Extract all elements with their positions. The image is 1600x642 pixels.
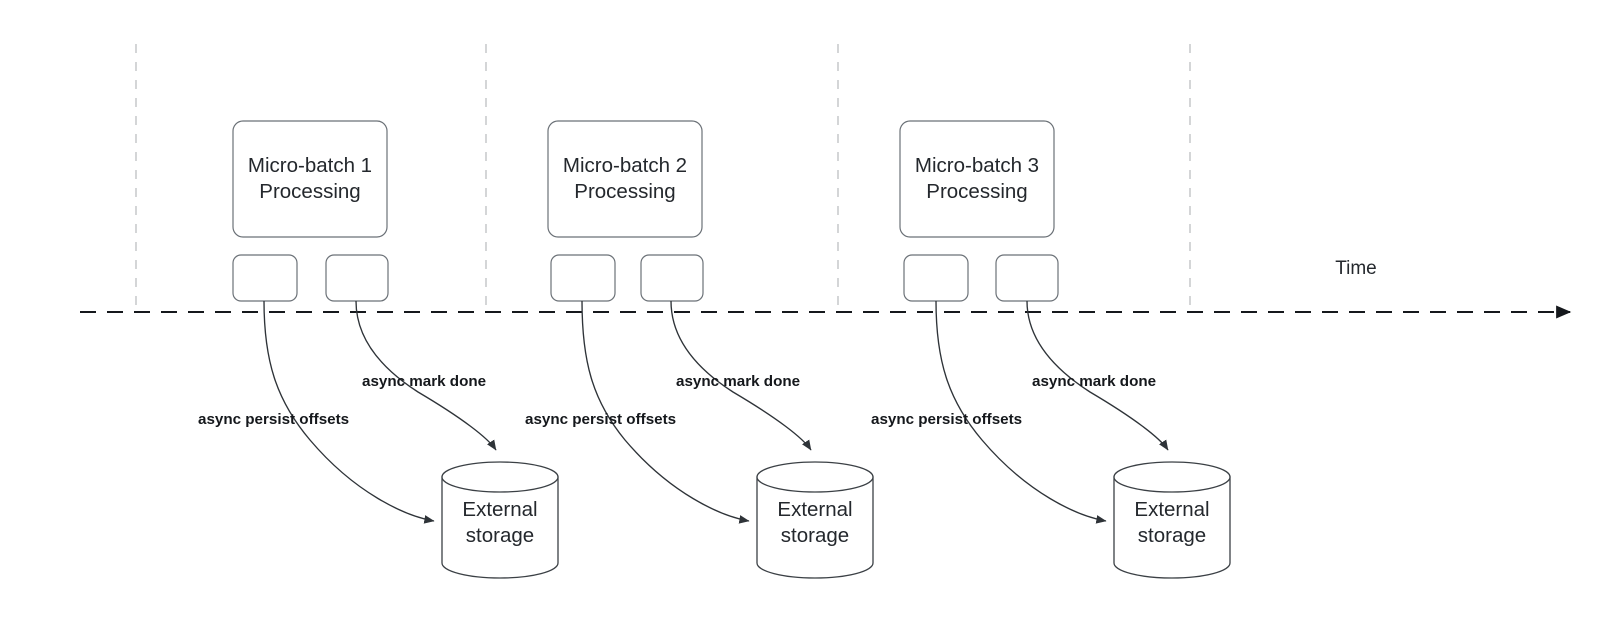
micro-batch-label-line1: Micro-batch 3 [915,154,1039,177]
commit-marker-box[interactable] [325,254,389,302]
storage-label-line1: External [777,498,852,521]
async-persist-offsets-edge [581,300,750,524]
edge-labels: async persist offsets async mark done asyn… [198,373,1156,428]
time-axis-label: Time [1335,258,1377,279]
offset-marker-box[interactable] [550,254,616,302]
micro-batch-label-line2: Processing [926,180,1027,203]
micro-batch-groups: Micro-batch 1ProcessingExternalstorageMi… [232,120,1231,579]
offset-marker-box[interactable] [232,254,298,302]
micro-batch-label-line1: Micro-batch 2 [563,154,687,177]
commit-marker-box[interactable] [995,254,1059,302]
storage-label-line1: External [462,498,537,521]
async-persist-offsets-edge-label: async persist offsets [871,411,1022,428]
offset-marker-box[interactable] [903,254,969,302]
async-persist-offsets-edge [263,300,435,524]
async-persist-offsets-edge-label: async persist offsets [198,411,349,428]
async-mark-done-edge [355,300,497,451]
micro-batch-box[interactable] [232,120,388,238]
async-mark-done-edge-label: async mark done [1032,373,1156,390]
commit-marker-box[interactable] [640,254,704,302]
async-mark-done-edge-label: async mark done [362,373,486,390]
storage-cylinder-top [1113,461,1231,493]
async-mark-done-edge-label: async mark done [676,373,800,390]
phase-dividers [135,44,1191,312]
micro-batch-box[interactable] [899,120,1055,238]
async-persist-offsets-edge-label: async persist offsets [525,411,676,428]
async-mark-done-edge [1026,300,1169,451]
storage-cylinder-body[interactable] [441,476,559,579]
storage-label-line1: External [1134,498,1209,521]
storage-cylinder-body[interactable] [1113,476,1231,579]
storage-label-line2: storage [781,524,849,547]
storage-cylinder-top [756,461,874,493]
async-mark-done-edge [670,300,812,451]
micro-batch-label-line2: Processing [574,180,675,203]
storage-label-line2: storage [1138,524,1206,547]
storage-cylinder-top [441,461,559,493]
micro-batch-box[interactable] [547,120,703,238]
async-persist-offsets-edge [935,300,1107,524]
micro-batch-label-line1: Micro-batch 1 [248,154,372,177]
storage-label-line2: storage [466,524,534,547]
storage-cylinder-body[interactable] [756,476,874,579]
micro-batch-label-line2: Processing [259,180,360,203]
